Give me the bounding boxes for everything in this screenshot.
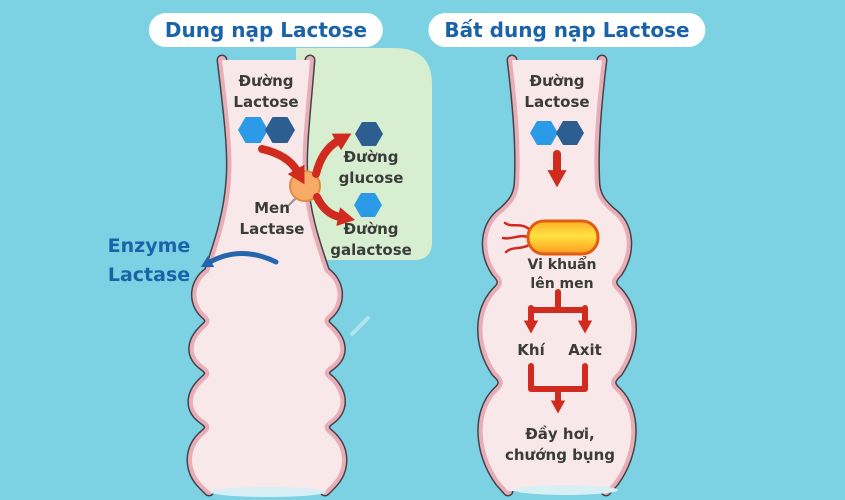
left-intestine-lumen bbox=[191, 60, 343, 491]
branch-split-lines bbox=[528, 289, 588, 313]
right-lactose-label: Đường Lactose bbox=[524, 72, 590, 111]
red-arrow-to-galactose bbox=[313, 193, 356, 227]
lactose-hexagon-light-right bbox=[530, 121, 558, 145]
left-title: Dung nạp Lactose bbox=[148, 13, 384, 47]
lactose-hexagon-dark-right bbox=[556, 121, 584, 145]
watermark-smudge-right bbox=[514, 485, 618, 495]
digestion-result-panel bbox=[296, 48, 432, 260]
bacteria-label: Vi khuẩn lên men bbox=[527, 257, 597, 292]
right-title: Bất dung nạp Lactose bbox=[428, 13, 706, 47]
bacteria bbox=[501, 219, 600, 256]
galactose-hexagon bbox=[354, 193, 382, 217]
glucose-label: Đường glucose bbox=[338, 148, 404, 187]
enzyme-lactase-annotation: Enzyme Lactase bbox=[107, 235, 191, 286]
watermark-smudge-left bbox=[210, 487, 326, 497]
red-arrow-to-glucose bbox=[312, 133, 352, 178]
bacteria-body bbox=[526, 219, 600, 256]
watermark-streak bbox=[350, 316, 370, 336]
right-intestine bbox=[477, 54, 637, 497]
acid-label: Axit bbox=[568, 341, 602, 359]
galactose-label: Đường galactose bbox=[330, 220, 412, 259]
men-lactase-label: Men Lactase bbox=[239, 199, 305, 238]
bacteria-flagella bbox=[501, 221, 531, 254]
glucose-hexagon bbox=[355, 122, 383, 146]
blue-arrow-enzyme bbox=[200, 251, 279, 268]
left-lactose-label: Đường Lactose bbox=[233, 72, 299, 111]
red-arrow-lactose-to-enzyme bbox=[258, 145, 305, 185]
right-intestine-lumen bbox=[482, 60, 632, 491]
symptoms-label: Đầy hơi, chướng bụng bbox=[504, 425, 616, 464]
lactose-hexagon-light bbox=[238, 117, 268, 143]
gas-label: Khí bbox=[517, 341, 545, 359]
lactose-hexagon-dark bbox=[265, 117, 295, 143]
